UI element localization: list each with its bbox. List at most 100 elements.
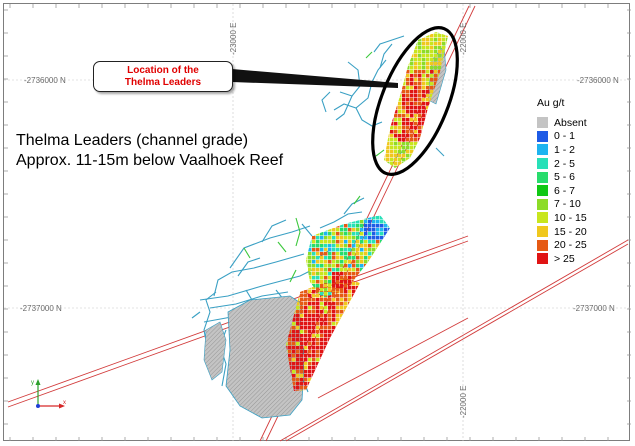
- grade-cell: [348, 272, 352, 276]
- grade-cell: [336, 366, 340, 370]
- grade-cell: [360, 382, 364, 386]
- grade-cell: [430, 42, 434, 46]
- grade-cell: [308, 290, 312, 294]
- grade-cell: [364, 256, 368, 260]
- grade-cell: [312, 334, 316, 338]
- grade-cell: [360, 260, 364, 264]
- grade-cell: [348, 224, 352, 228]
- grade-cell: [442, 102, 446, 106]
- grade-cell: [384, 228, 388, 232]
- grade-cell: [438, 34, 442, 38]
- grade-cell: [360, 256, 364, 260]
- grade-cell: [352, 232, 356, 236]
- legend-swatch: [537, 226, 548, 238]
- grade-cell: [304, 326, 308, 330]
- grade-cell: [356, 272, 360, 276]
- grade-cell: [384, 162, 386, 166]
- grade-cell: [328, 215, 332, 216]
- grade-cell: [430, 118, 434, 122]
- grade-cell: [410, 82, 414, 86]
- grade-cell: [312, 310, 316, 314]
- grade-cell: [328, 350, 332, 354]
- grade-cell: [316, 310, 320, 314]
- grade-cell: [316, 350, 320, 354]
- grade-cell: [312, 294, 316, 298]
- grade-cell: [316, 374, 320, 378]
- grade-cell: [356, 240, 360, 244]
- grade-cell: [348, 240, 352, 244]
- grade-cell: [348, 354, 352, 358]
- grade-cell: [300, 278, 304, 282]
- grade-cell: [332, 322, 336, 326]
- grade-cell: [320, 314, 324, 318]
- legend-item: 0 - 1: [537, 130, 587, 144]
- grade-cell: [398, 86, 402, 90]
- grade-cell: [356, 338, 360, 342]
- grade-cell: [360, 322, 364, 326]
- grade-cell: [320, 236, 324, 240]
- grade-cell: [340, 354, 344, 358]
- grade-cell: [344, 326, 348, 330]
- grade-cell: [288, 282, 292, 286]
- workings-segment: [379, 43, 393, 69]
- grid-tick-marks: [4, 4, 631, 441]
- grade-cell: [332, 366, 336, 370]
- grade-cell: [352, 298, 356, 302]
- grade-cell: [348, 252, 352, 256]
- grade-cell: [434, 70, 438, 74]
- grade-cell: [344, 350, 348, 354]
- grade-cell: [438, 50, 442, 54]
- legend-label: 15 - 20: [554, 225, 587, 238]
- grade-cell: [386, 102, 390, 106]
- grade-cell: [422, 162, 426, 166]
- grade-cell: [308, 342, 312, 346]
- grade-cell: [292, 338, 296, 342]
- grade-cell: [340, 236, 344, 240]
- grade-cell: [430, 114, 434, 118]
- grade-cell: [390, 130, 394, 134]
- grade-cell: [316, 232, 320, 236]
- grade-cell: [352, 240, 356, 244]
- grade-cell: [336, 268, 340, 272]
- grade-cell: [418, 114, 422, 118]
- grade-cell: [380, 220, 384, 224]
- grade-cell: [352, 302, 356, 306]
- grade-cell: [348, 256, 352, 260]
- grade-cell: [308, 272, 312, 276]
- grade-cell: [402, 66, 406, 70]
- grade-cell: [426, 90, 430, 94]
- grade-cell: [388, 272, 390, 276]
- grade-cell: [324, 276, 328, 280]
- grade-cell: [356, 334, 360, 338]
- callout-pointer: [232, 69, 398, 88]
- grade-cell: [426, 50, 430, 54]
- grade-cell: [340, 358, 344, 362]
- grade-cell: [446, 42, 448, 46]
- grade-cell: [340, 366, 344, 370]
- grade-cell: [406, 138, 410, 142]
- grade-cell: [394, 154, 398, 158]
- grade-cell: [390, 62, 394, 66]
- grade-cell: [300, 306, 304, 310]
- grade-cell: [360, 354, 364, 358]
- grade-cell: [376, 260, 380, 264]
- grade-cell: [376, 220, 380, 224]
- grade-cell: [376, 244, 380, 248]
- grade-cell: [344, 322, 348, 326]
- grade-cell: [434, 150, 438, 154]
- grade-cell: [442, 86, 446, 90]
- grade-cell: [372, 280, 376, 284]
- grade-cell: [410, 94, 414, 98]
- grade-cell: [360, 240, 364, 244]
- grade-cell: [398, 102, 402, 106]
- legend-label: 1 - 2: [554, 143, 576, 156]
- grade-cell: [356, 224, 360, 228]
- grade-cell: [386, 54, 390, 58]
- grade-cell: [406, 90, 410, 94]
- grade-cell: [352, 342, 356, 346]
- grade-cell: [300, 286, 304, 290]
- grade-cell: [394, 54, 398, 58]
- grade-cell: [422, 110, 426, 114]
- grade-cell: [406, 86, 410, 90]
